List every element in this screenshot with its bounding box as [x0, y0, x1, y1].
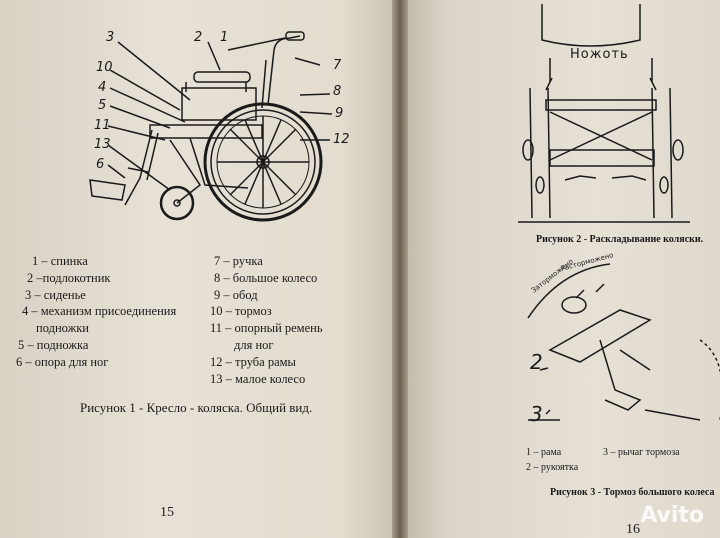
callout-3: 3 — [106, 30, 115, 45]
page-number-right: 16 — [626, 522, 640, 537]
fig3-legend-3: 3 – рычаг тормоза — [603, 447, 680, 458]
legend-item: 3 – сиденье — [25, 287, 86, 302]
legend-item: 7 – ручка — [214, 254, 263, 268]
callout-11: 11 — [94, 118, 111, 133]
callout-6: 6 — [96, 157, 105, 172]
legend-item: 4 – механизм присоединения — [22, 304, 177, 319]
legend-item: 11 – опорный ремень — [210, 321, 323, 336]
legend-item: для ног — [234, 337, 274, 352]
callout-3: 3 — [530, 402, 543, 426]
legend-item: 8 – большое колесо — [214, 270, 318, 285]
folding-drawing — [518, 4, 690, 223]
legend-item: 12 – труба рамы — [210, 354, 296, 369]
right-page — [400, 0, 720, 538]
legend-item: 9 – обод — [214, 287, 258, 302]
page-number-left: 15 — [160, 505, 174, 520]
legend-item: 1 – спинка — [32, 254, 88, 268]
legend-item: 5 – подножка — [18, 337, 89, 352]
figure-1-caption: Рисунок 1 - Кресло - коляска. Общий вид. — [80, 400, 313, 415]
callout-5: 5 — [98, 98, 107, 113]
legend-item: 13 – малое колесо — [210, 371, 306, 386]
figure-3-caption: Рисунок 3 - Тормоз большого колеса — [550, 487, 715, 498]
callout-2: 2 — [194, 30, 203, 45]
knife-label: Ножоть — [570, 47, 629, 62]
legend-item: подножки — [36, 321, 89, 336]
callout-10: 10 — [96, 60, 113, 75]
left-page — [0, 0, 400, 538]
legend-right: 7 – ручка 8 – большое колесо 9 – обод 10… — [206, 253, 323, 387]
fig3-legend-1: 1 – рама — [526, 447, 562, 458]
callout-4: 4 — [98, 80, 107, 95]
callout-8: 8 — [333, 84, 342, 99]
callout-9: 9 — [335, 106, 344, 121]
legend-left: 1 – спинка 2 –подлокотник 3 – сиденье 4 … — [16, 253, 177, 371]
callout-2: 2 — [530, 350, 543, 374]
fig3-legend-2: 2 – рукоятка — [526, 462, 579, 473]
brake-drawing — [527, 263, 720, 421]
callout-12: 12 — [333, 132, 350, 147]
legend-item: 2 –подлокотник — [27, 270, 111, 285]
wheelchair-drawing — [89, 31, 333, 222]
book-gutter — [392, 0, 408, 538]
figure-2-caption: Рисунок 2 - Раскладывание коляски. — [536, 234, 704, 245]
legend-item: 10 – тормоз — [210, 304, 272, 319]
legend-item: 6 – опора для ног — [16, 354, 109, 369]
callout-1: 1 — [220, 30, 229, 45]
callout-13: 13 — [94, 137, 111, 152]
callout-7: 7 — [333, 58, 342, 73]
watermark: Avito — [640, 503, 704, 528]
